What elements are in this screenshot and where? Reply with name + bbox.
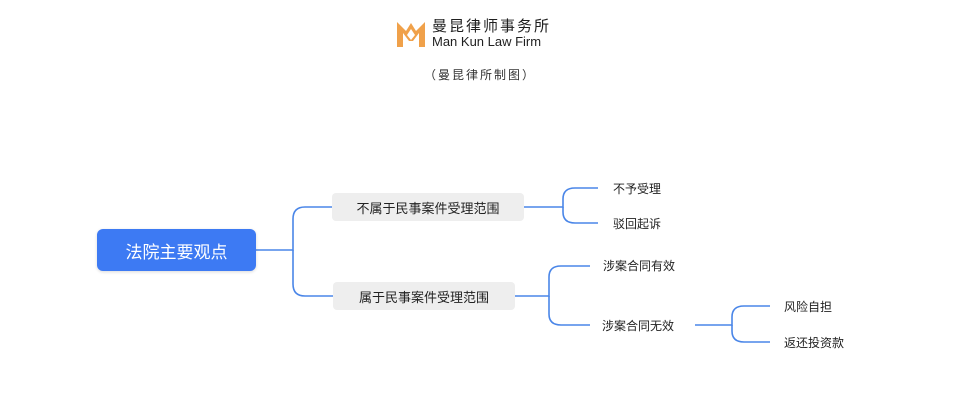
leaf-node-contract-invalid[interactable]: 涉案合同无效 (602, 319, 675, 333)
link-branch-1-leaf-2 (562, 207, 598, 224)
brand-logo: 曼昆律师事务所 Man Kun Law Firm (394, 17, 551, 51)
leaf-node-return-investment[interactable]: 返还投资款 (784, 336, 845, 350)
branch-node-not-civil[interactable]: 不属于民事案件受理范围 (332, 193, 524, 221)
leaf-node-risk-self-borne[interactable]: 风险自担 (784, 300, 833, 314)
link-root-branch-1 (256, 206, 332, 251)
brand-name: 曼昆律师事务所 Man Kun Law Firm (432, 17, 552, 50)
brand-name-en: Man Kun Law Firm (432, 34, 542, 50)
figure-caption: （曼昆律所制图） (423, 68, 536, 82)
link-invalid-sub-1 (695, 305, 770, 326)
link-branch-1-leaf-1 (524, 187, 598, 208)
link-branch-2-leaf-1 (515, 265, 590, 297)
brand-name-cn: 曼昆律师事务所 (432, 17, 552, 36)
firm-logo-icon (397, 22, 425, 47)
link-branch-2-leaf-2 (548, 296, 590, 326)
root-node[interactable]: 法院主要观点 (97, 229, 256, 271)
link-root-branch-2 (292, 250, 333, 297)
leaf-node-not-accepted[interactable]: 不予受理 (613, 182, 662, 196)
leaf-node-contract-valid[interactable]: 涉案合同有效 (603, 259, 676, 273)
link-invalid-sub-2 (731, 325, 770, 343)
branch-node-civil[interactable]: 属于民事案件受理范围 (333, 282, 515, 310)
leaf-node-dismiss-suit[interactable]: 驳回起诉 (613, 217, 662, 231)
